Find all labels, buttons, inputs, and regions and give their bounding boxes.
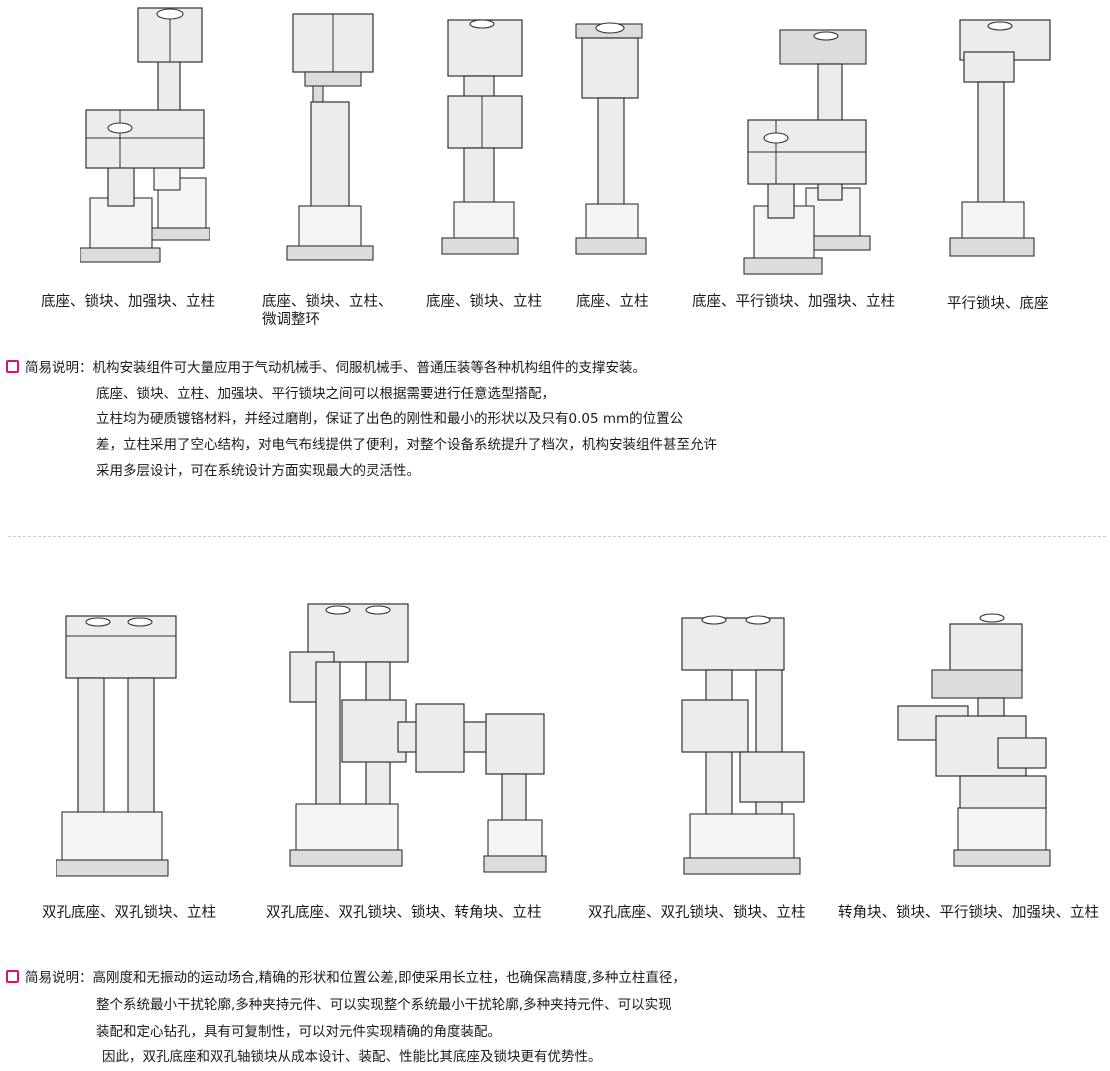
caption-bottom-1: 双孔底座、双孔锁块、立柱	[42, 905, 216, 921]
caption-top-2-line1: 底座、锁块、立柱、	[262, 294, 393, 310]
caption-top-3: 底座、锁块、立柱	[426, 294, 542, 310]
assembly-illustration-b2	[288, 600, 550, 882]
assembly-illustration-b3	[680, 612, 810, 882]
note2-label: 简易说明：	[25, 970, 93, 986]
assembly-illustration-4	[572, 14, 652, 259]
assembly-illustration-5	[742, 10, 872, 280]
assembly-illustration-b4	[896, 612, 1056, 874]
note1-line: 机构安装组件可大量应用于气动机械手、伺服机械手、普通压装等各种机构组件的支撑安装…	[92, 360, 647, 376]
note1-line: 底座、锁块、立柱、加强块、平行锁块之间可以根据需要进行任意选型搭配，	[96, 386, 555, 402]
note1-label: 简易说明：	[25, 360, 93, 376]
caption-top-5: 底座、平行锁块、加强块、立柱	[692, 294, 895, 310]
note2-line: 装配和定心钻孔，具有可复制性，可以对元件实现精确的角度装配。	[96, 1024, 501, 1040]
caption-top-1: 底座、锁块、加强块、立柱	[41, 294, 215, 310]
caption-top-6: 平行锁块、底座	[947, 296, 1049, 312]
assembly-illustration-6	[948, 12, 1058, 262]
note2-line: 整个系统最小干扰轮廓,多种夹持元件、可以实现整个系统最小干扰轮廓,多种夹持元件、…	[96, 997, 672, 1013]
caption-top-2-line2: 微调整环	[262, 312, 320, 328]
note1-line: 差，立柱采用了空心结构，对电气布线提供了便利，对整个设备系统提升了档次，机构安装…	[96, 437, 717, 453]
square-bullet-icon	[6, 360, 19, 373]
note2-line: 高刚度和无振动的运动场合,精确的形状和位置公差,即使采用长立柱，也确保高精度,多…	[92, 970, 686, 986]
assembly-illustration-b1	[56, 608, 186, 888]
note1-first-line: 简易说明：机构安装组件可大量应用于气动机械手、伺服机械手、普通压装等各种机构组件…	[6, 354, 646, 382]
assembly-illustration-1	[80, 0, 210, 270]
section-divider	[8, 536, 1106, 537]
caption-top-4: 底座、立柱	[576, 294, 649, 310]
assembly-illustration-2	[285, 10, 385, 265]
caption-bottom-4: 转角块、锁块、平行锁块、加强块、立柱	[838, 905, 1099, 921]
note1-line: 采用多层设计，可在系统设计方面实现最大的灵活性。	[96, 463, 420, 479]
note1-line: 立柱均为硬质镀铬材料，并经过磨削，保证了出色的刚性和最小的形状以及只有0.05 …	[96, 411, 684, 427]
note2-line: 因此，双孔底座和双孔轴锁块从成本设计、装配、性能比其底座及锁块更有优势性。	[102, 1049, 602, 1065]
note2-first-line: 简易说明：高刚度和无振动的运动场合,精确的形状和位置公差,即使采用长立柱，也确保…	[6, 964, 686, 992]
assembly-illustration-3	[440, 14, 530, 259]
square-bullet-icon	[6, 970, 19, 983]
caption-bottom-3: 双孔底座、双孔锁块、锁块、立柱	[588, 905, 806, 921]
caption-bottom-2: 双孔底座、双孔锁块、锁块、转角块、立柱	[266, 905, 542, 921]
